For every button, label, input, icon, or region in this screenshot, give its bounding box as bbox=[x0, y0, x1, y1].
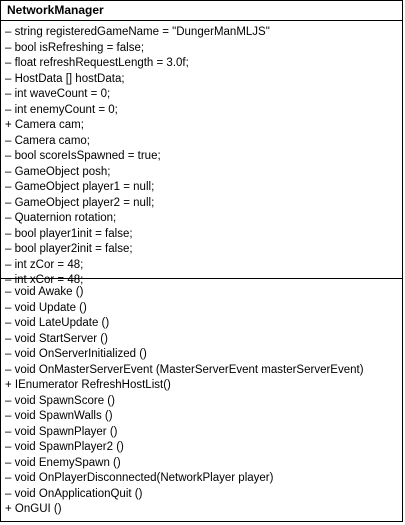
operation-on-player-disconnected: – void OnPlayerDisconnected(NetworkPlaye… bbox=[5, 472, 274, 484]
operation-update: – void Update () bbox=[5, 301, 87, 314]
attribute-refresh-request-length: – float refreshRequestLength = 3.0f; bbox=[5, 57, 189, 69]
class-name: NetworkManager bbox=[1, 1, 402, 21]
operation-on-gui: + OnGUI () bbox=[5, 503, 62, 515]
attribute-registered-game-name: – string registeredGameName = "DungerMan… bbox=[5, 26, 270, 38]
operations-compartment: – void Awake () – void Update () – void … bbox=[1, 279, 402, 518]
attribute-posh: – GameObject posh; bbox=[5, 165, 111, 178]
operation-spawn-player: – void SpawnPlayer () bbox=[5, 425, 118, 438]
attribute-score-is-spawned: – bool scoreIsSpawned = true; bbox=[5, 150, 161, 162]
attribute-player1: – GameObject player1 = null; bbox=[5, 181, 155, 193]
attribute-host-data: – HostData [] hostData; bbox=[5, 72, 125, 85]
operation-spawn-player2: – void SpawnPlayer2 () bbox=[5, 441, 124, 453]
operation-spawn-score: – void SpawnScore () bbox=[5, 394, 115, 407]
operation-late-update: – void LateUpdate () bbox=[5, 317, 110, 329]
operation-on-master-server-event: – void OnMasterServerEvent (MasterServer… bbox=[5, 363, 364, 376]
attribute-wave-count: – int waveCount = 0; bbox=[5, 88, 111, 100]
operation-enemy-spawn: – void EnemySpawn () bbox=[5, 456, 121, 469]
attributes-compartment: – string registeredGameName = "DungerMan… bbox=[1, 21, 402, 286]
operation-on-server-initialized: – void OnServerInitialized () bbox=[5, 348, 147, 360]
attribute-rotation: – Quaternion rotation; bbox=[5, 212, 117, 224]
attribute-player2init: – bool player2init = false; bbox=[5, 243, 133, 255]
operation-on-application-quit: – void OnApplicationQuit () bbox=[5, 487, 143, 500]
attribute-enemy-count: – int enemyCount = 0; bbox=[5, 103, 118, 116]
attribute-x-cor: – int xCor = 48; bbox=[5, 274, 84, 286]
operation-spawn-walls: – void SpawnWalls () bbox=[5, 410, 113, 422]
attribute-player1init: – bool player1init = false; bbox=[5, 227, 133, 240]
operation-awake: – void Awake () bbox=[5, 286, 84, 298]
operation-refresh-host-list: + IEnumerator RefreshHostList() bbox=[5, 379, 171, 391]
attribute-cam: + Camera cam; bbox=[5, 119, 84, 131]
attribute-player2: – GameObject player2 = null; bbox=[5, 196, 155, 209]
attribute-z-cor: – int zCor = 48; bbox=[5, 258, 84, 271]
attribute-camo: – Camera camo; bbox=[5, 134, 91, 147]
attribute-is-refreshing: – bool isRefreshing = false; bbox=[5, 41, 145, 54]
operation-start-server: – void StartServer () bbox=[5, 332, 108, 345]
